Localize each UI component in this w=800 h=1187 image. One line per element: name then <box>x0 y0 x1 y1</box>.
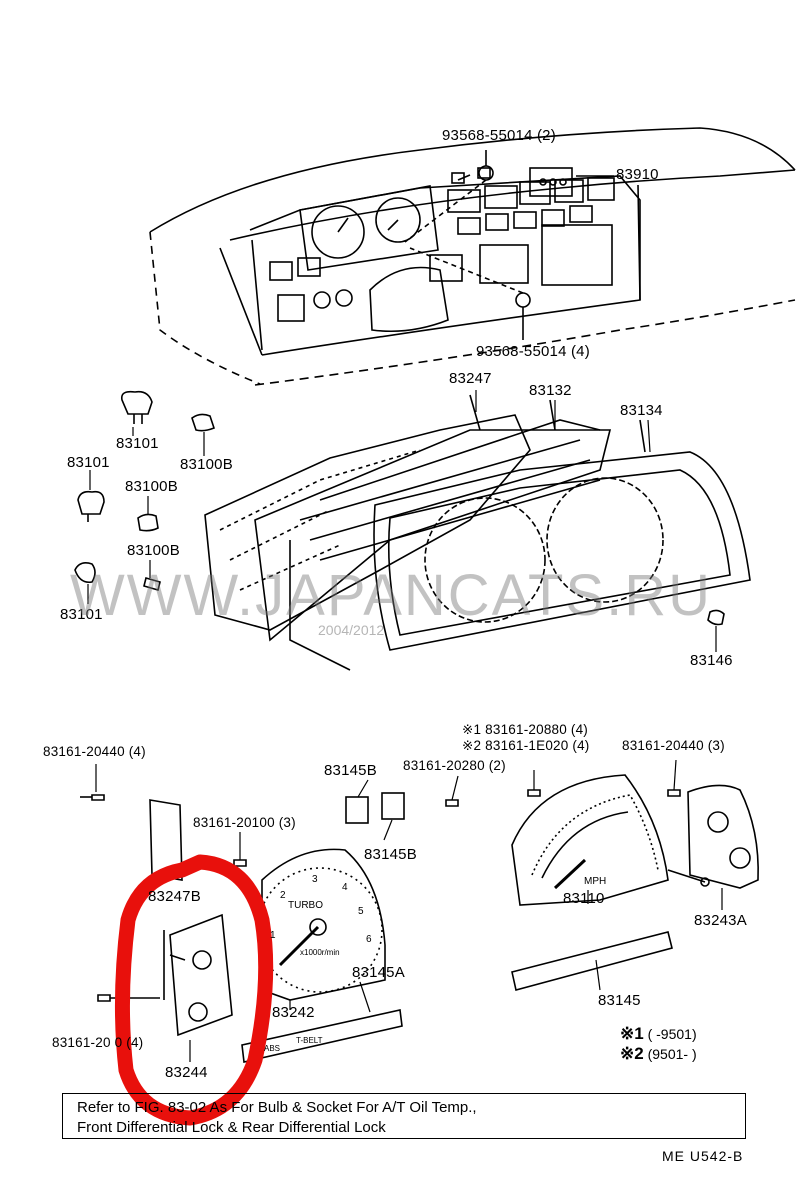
tach-number-6: 6 <box>366 934 372 945</box>
plate-text-abs: ABS <box>264 1044 281 1053</box>
label-83100B-c: 83100B <box>127 542 180 559</box>
figure-code: ME U542-B <box>662 1148 744 1164</box>
label-83161-1E020: ※2 83161-1E020 (4) <box>462 738 590 753</box>
label-83145A: 83145A <box>352 964 405 981</box>
legend-text-1: ( -9501) <box>647 1026 697 1042</box>
label-83161-20880: ※1 83161-20880 (4) <box>462 722 588 737</box>
label-83910: 83910 <box>616 166 659 183</box>
tach-number-5: 5 <box>358 906 364 917</box>
watermark: WWW.JAPANCATS.RU <box>70 563 713 628</box>
label-83134: 83134 <box>620 402 663 419</box>
tach-number-2: 2 <box>280 890 286 901</box>
note-text: Refer to FIG. 83-02 As For Bulb & Socket… <box>77 1099 477 1136</box>
label-83161-20280: 83161-20280 (2) <box>403 758 506 773</box>
legend: ※1 ( -9501) ※2 (9501- ) <box>620 1024 697 1064</box>
legend-mark-2: ※2 <box>620 1044 644 1063</box>
label-83100B-a: 83100B <box>180 456 233 473</box>
cluster-assembly <box>74 390 751 671</box>
legend-text-2: (9501- ) <box>647 1046 697 1062</box>
gauge-text-turbo: TURBO <box>288 900 323 911</box>
label-93568-55014-bottom: 93568-55014 (4) <box>476 343 590 360</box>
tach-number-3: 3 <box>312 874 318 885</box>
label-83242: 83242 <box>272 1004 315 1021</box>
label-83161-20-0: 83161-20 0 (4) <box>52 1035 144 1050</box>
gauge-text-rpm-unit: x1000r/min <box>300 948 340 957</box>
tach-number-4: 4 <box>342 882 348 893</box>
highlight-circle <box>114 854 274 1126</box>
instrument-panel-outline <box>149 127 796 386</box>
label-83243A: 83243A <box>694 912 747 929</box>
label-83110: 83110 <box>563 890 605 907</box>
label-83101-a: 83101 <box>116 435 159 452</box>
label-83146: 83146 <box>690 652 733 669</box>
label-83244: 83244 <box>165 1064 208 1081</box>
label-83145B-bottom: 83145B <box>364 846 417 863</box>
legend-mark-1: ※1 <box>620 1024 644 1043</box>
label-83101-b: 83101 <box>67 454 110 471</box>
legend-row-1: ※1 ( -9501) <box>620 1024 697 1044</box>
leader-lines <box>87 390 723 1062</box>
label-83247B: 83247B <box>148 888 201 905</box>
watermark-date: 2004/2012 <box>318 622 385 638</box>
tach-number-1: 1 <box>270 930 276 941</box>
gauge-text-mph: MPH <box>584 876 607 887</box>
note-box: Refer to FIG. 83-02 As For Bulb & Socket… <box>62 1093 746 1139</box>
legend-row-2: ※2 (9501- ) <box>620 1044 697 1064</box>
label-93568-55014-top: 93568-55014 (2) <box>442 127 556 144</box>
label-83161-20440-right: 83161-20440 (3) <box>622 738 725 753</box>
gauge-components <box>80 774 759 1063</box>
plate-text-belt: T-BELT <box>296 1036 323 1045</box>
label-83145B-top: 83145B <box>324 762 377 779</box>
label-83161-20100: 83161-20100 (3) <box>193 815 296 830</box>
label-83145: 83145 <box>598 992 641 1009</box>
label-83161-20440-left: 83161-20440 (4) <box>43 744 146 759</box>
label-83100B-b: 83100B <box>125 478 178 495</box>
label-83101-c: 83101 <box>60 606 103 623</box>
label-83247: 83247 <box>449 370 492 387</box>
label-83132: 83132 <box>529 382 572 399</box>
